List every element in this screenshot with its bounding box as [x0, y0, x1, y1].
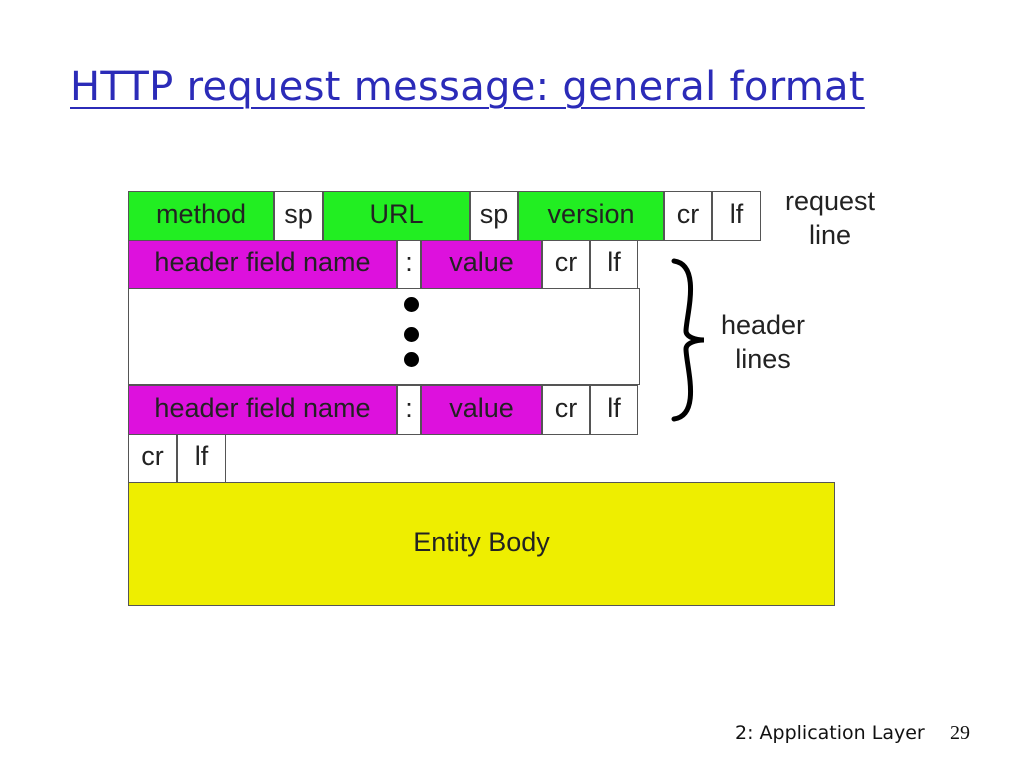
header-lines-label-line-1: header [720, 310, 806, 340]
sp-field-2: sp [470, 191, 518, 241]
header-value-1: value [421, 240, 542, 289]
url-field: URL [323, 191, 470, 241]
header-field-name-1: header field name [128, 240, 397, 289]
cr-field-header-1: cr [542, 240, 590, 289]
slide-title: HTTP request message: general format [70, 64, 865, 110]
entity-body: Entity Body [128, 482, 835, 606]
ellipsis-dot-1 [404, 297, 419, 312]
cr-field-request: cr [664, 191, 712, 241]
colon-field-1: : [397, 240, 421, 289]
version-field: version [518, 191, 664, 241]
header-value-2: value [421, 385, 542, 435]
page-number: 29 [950, 722, 970, 744]
request-line-label-line-1: request [784, 186, 876, 216]
request-line-label-line-2: line [808, 219, 852, 250]
colon-field-2: : [397, 385, 421, 435]
ellipsis-dot-3 [404, 352, 419, 367]
header-field-name-2: header field name [128, 385, 397, 435]
lf-field-header-1: lf [590, 240, 638, 289]
header-lines-label: header lines [708, 309, 818, 377]
lf-field-request: lf [712, 191, 761, 241]
method-field: method [128, 191, 274, 241]
cr-field-header-2: cr [542, 385, 590, 435]
lf-field-header-2: lf [590, 385, 638, 435]
request-line-label: request line [770, 185, 890, 253]
cr-field-blank: cr [128, 434, 177, 483]
header-lines-label-line-2: lines [735, 343, 791, 374]
lf-field-blank: lf [177, 434, 226, 483]
ellipsis-dot-2 [404, 327, 419, 342]
header-lines-brace [671, 258, 705, 422]
footer-text: 2: Application Layer [735, 722, 925, 744]
sp-field-1: sp [274, 191, 323, 241]
ellipsis-region [128, 288, 640, 385]
